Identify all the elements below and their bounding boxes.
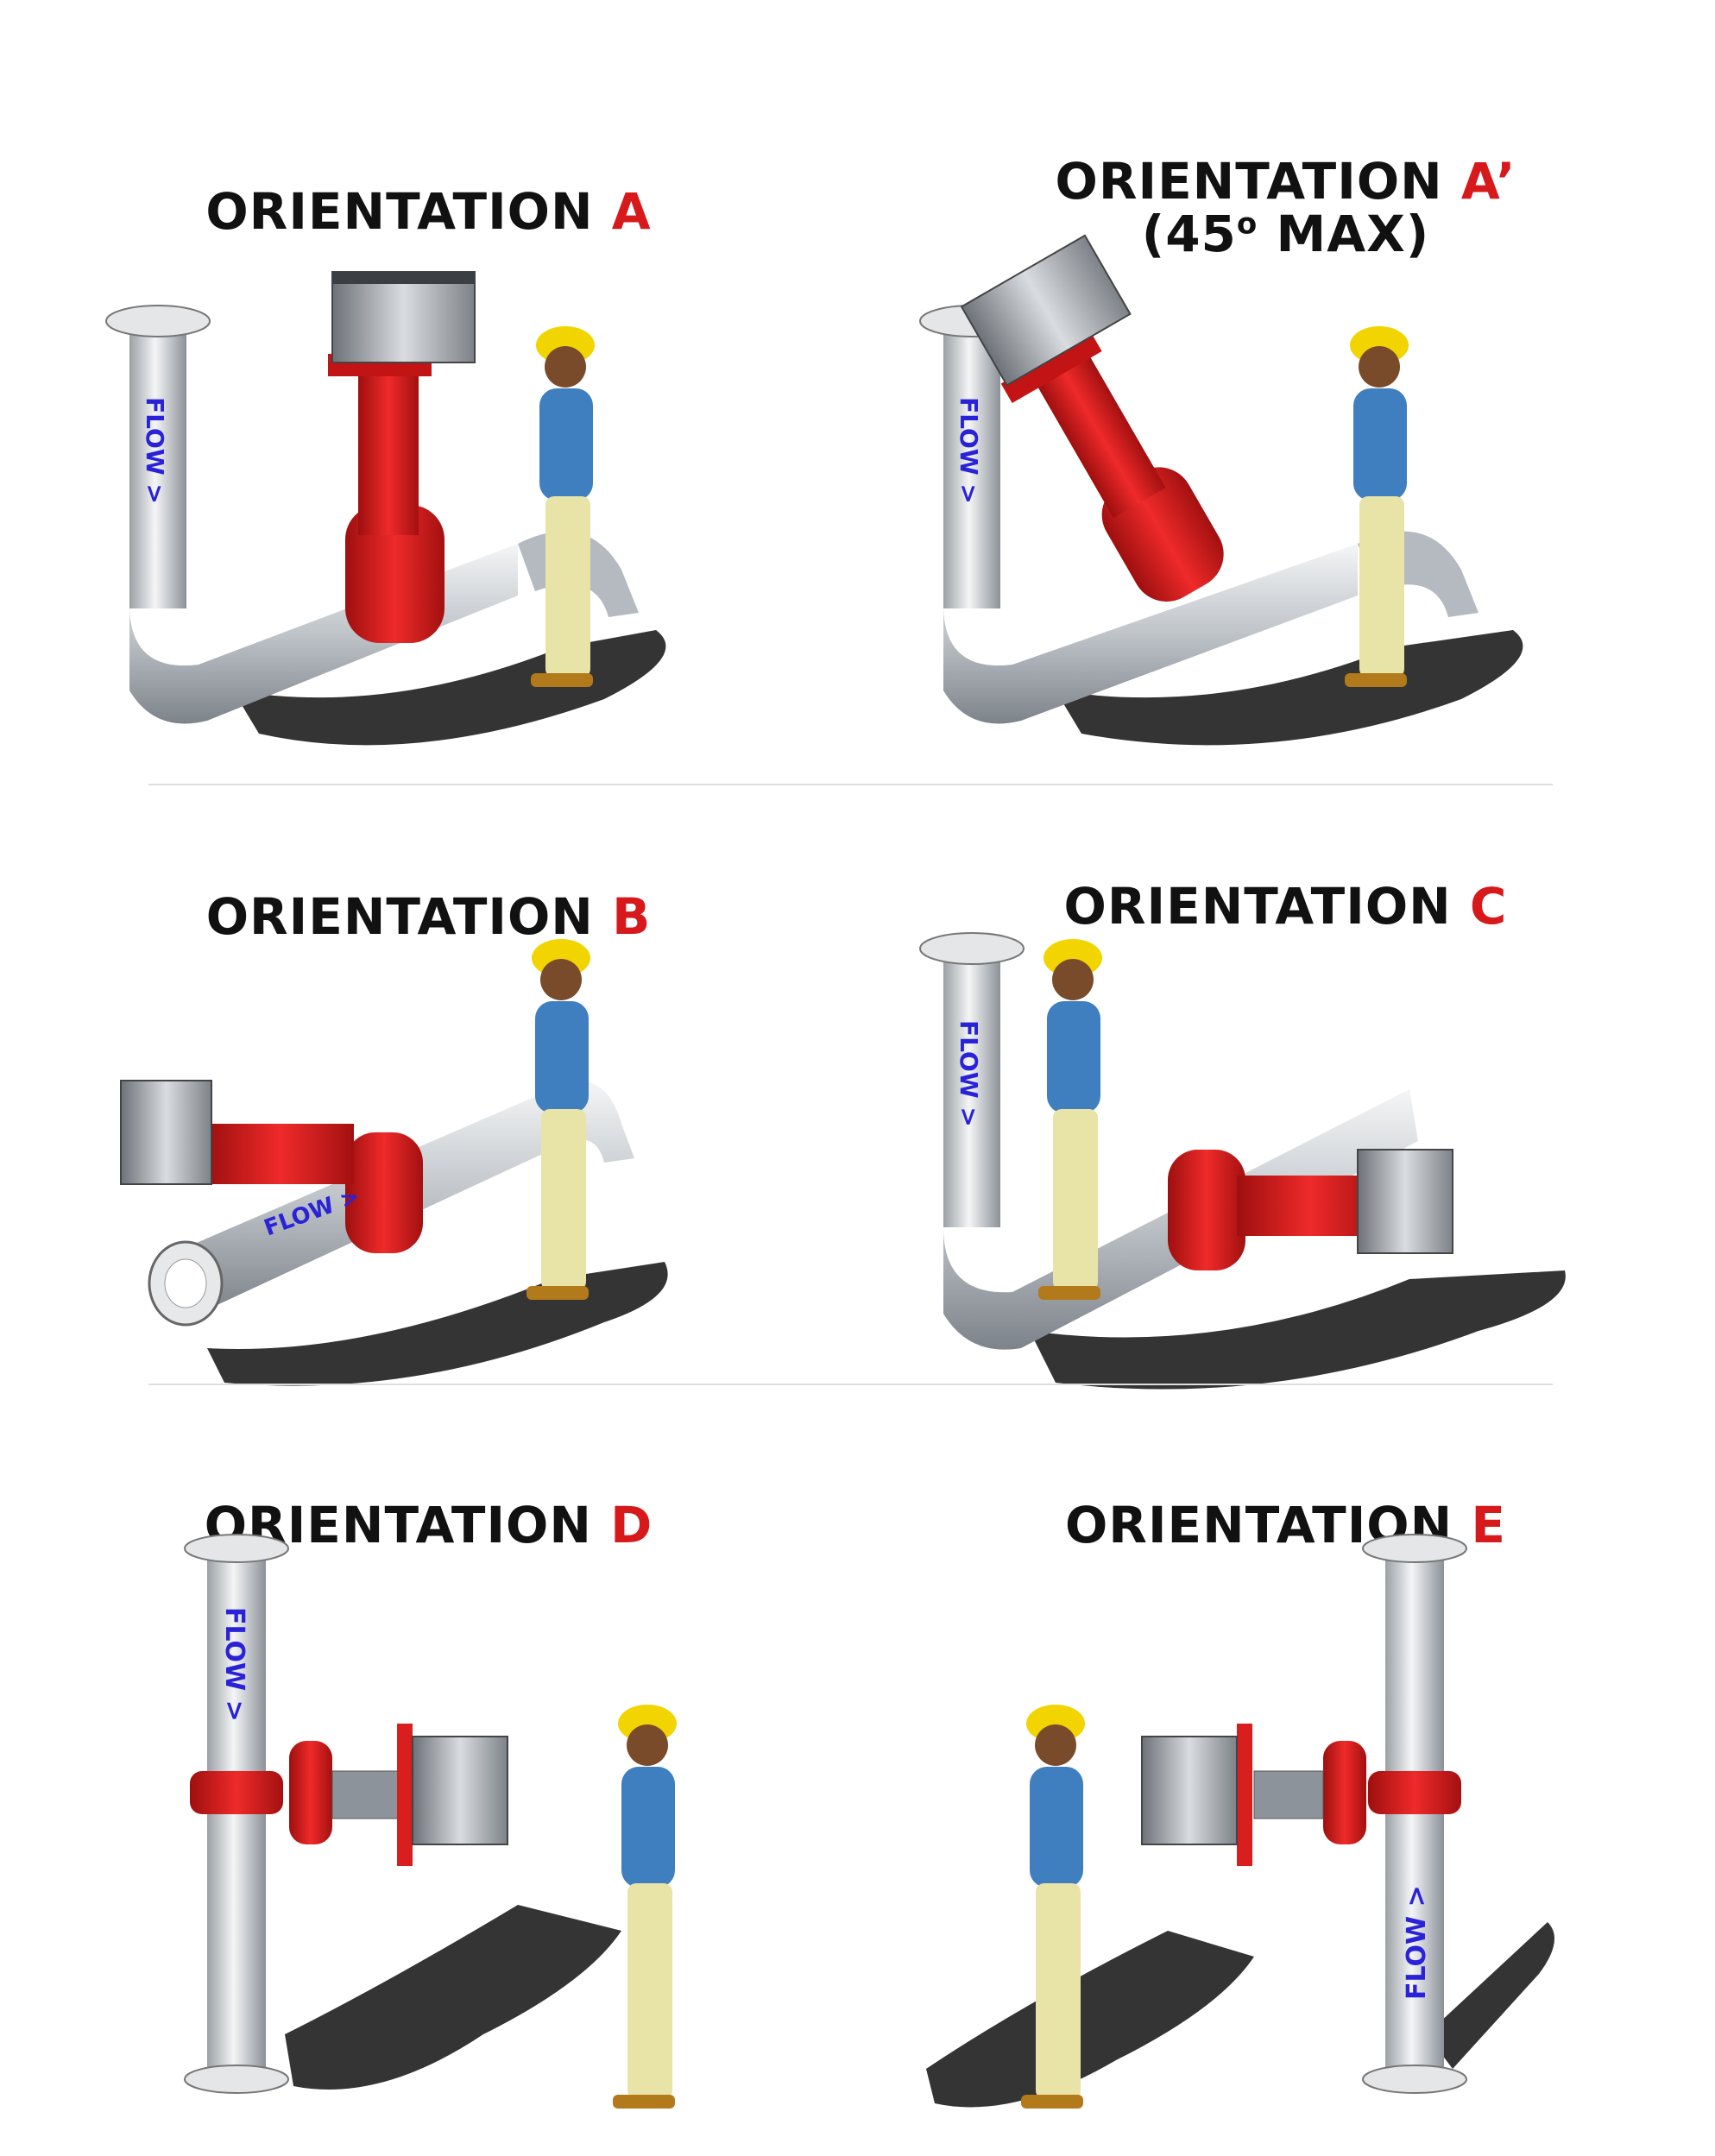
valve-body (1253, 1770, 1324, 1819)
worker-figure (531, 326, 595, 687)
ground-shadow (926, 1931, 1254, 2108)
flow-label: FLOW > (955, 1020, 983, 1127)
title-orientation-c: ORIENTATION C (857, 880, 1714, 933)
actuator (1357, 1149, 1453, 1254)
valve-body (207, 1124, 354, 1184)
worker-figure (613, 1705, 677, 2109)
pipe-vertical (943, 324, 1000, 608)
illustration-orientation-c: FLOW > (919, 932, 1566, 1390)
panel-orientation-a-prime: ORIENTATION A’ (45o MAX) FLOW > (857, 0, 1714, 777)
title-letter: C (1469, 877, 1508, 936)
valve-flange (345, 1132, 423, 1253)
valve-body (358, 371, 419, 535)
valve-flange (1323, 1741, 1366, 1844)
title-orientation-a: ORIENTATION A (0, 186, 857, 238)
worker-figure (1021, 1705, 1085, 2109)
panel-orientation-a: ORIENTATION A FLOW > (0, 0, 857, 777)
title-orientation-a-prime: ORIENTATION A’ (45o MAX) (857, 155, 1714, 261)
worker-figure (1038, 939, 1102, 1300)
flow-label: FLOW > (219, 1607, 249, 1722)
pipe-bend (943, 544, 1358, 724)
valve-body (331, 1770, 402, 1819)
title-subtitle: (45o MAX) (1141, 204, 1430, 263)
panel-orientation-c: ORIENTATION C FLOW > (857, 787, 1714, 1390)
title-label: ORIENTATION (1055, 152, 1443, 211)
pipe-vertical (129, 324, 186, 608)
illustration-orientation-e: FLOW > (926, 1534, 1554, 2109)
panel-orientation-b: ORIENTATION B FLOW > (0, 787, 857, 1386)
actuator (412, 1736, 508, 1845)
ground-shadow (285, 1905, 621, 2090)
valve-tilted (960, 234, 1224, 602)
actuator (120, 1080, 212, 1185)
valve-body (1036, 353, 1166, 519)
illustration-orientation-a-prime: FLOW > (919, 234, 1523, 746)
title-label: ORIENTATION (1063, 877, 1452, 936)
title-orientation-e: ORIENTATION E (857, 1499, 1714, 1552)
ground-shadow (207, 1262, 668, 1386)
illustration-orientation-d: FLOW > (184, 1534, 677, 2109)
title-orientation-d: ORIENTATION D (0, 1499, 857, 1552)
title-label: ORIENTATION (205, 182, 594, 241)
actuator (331, 271, 476, 363)
panel-orientation-d: ORIENTATION D FLOW > (0, 1387, 857, 2156)
actuator (1141, 1736, 1238, 1845)
divider-2 (148, 1384, 1553, 1385)
panel-orientation-e: ORIENTATION E FLOW > (857, 1387, 1714, 2156)
title-letter: D (610, 1496, 653, 1554)
divider-1 (148, 784, 1553, 785)
title-label: ORIENTATION (205, 887, 594, 946)
actuator (960, 234, 1132, 387)
pipe-bottom-flange (184, 2065, 289, 2094)
flow-label: FLOW > (955, 397, 983, 504)
pipe-top-flange (105, 305, 211, 337)
pipe-top-flange (184, 1534, 289, 1563)
pipe-red-flange (190, 1771, 283, 1814)
worker-figure (526, 939, 590, 1300)
flow-label: FLOW > (1402, 1885, 1432, 2000)
illustration-orientation-a: FLOW > (105, 271, 666, 746)
flow-label: FLOW > (141, 397, 169, 504)
pipe-red-flange (1368, 1771, 1461, 1814)
valve-flange (345, 505, 445, 643)
pipe-vertical (943, 951, 1000, 1227)
title-letter: A’ (1460, 152, 1516, 211)
pipe-top-flange (1362, 1534, 1467, 1563)
title-letter: A (611, 182, 652, 241)
ground-shadow (1030, 1270, 1566, 1390)
title-letter: E (1471, 1496, 1506, 1554)
pipe-bottom-flange (1362, 2065, 1467, 2094)
pipe-top-flange (919, 932, 1025, 965)
worker-figure (1345, 326, 1409, 687)
ground-shadow (1056, 630, 1523, 746)
title-orientation-b: ORIENTATION B (0, 891, 857, 943)
illustration-orientation-b: FLOW > (120, 939, 668, 1386)
valve-flange (289, 1741, 332, 1844)
title-letter: B (612, 887, 652, 946)
valve-flange (1168, 1150, 1245, 1270)
